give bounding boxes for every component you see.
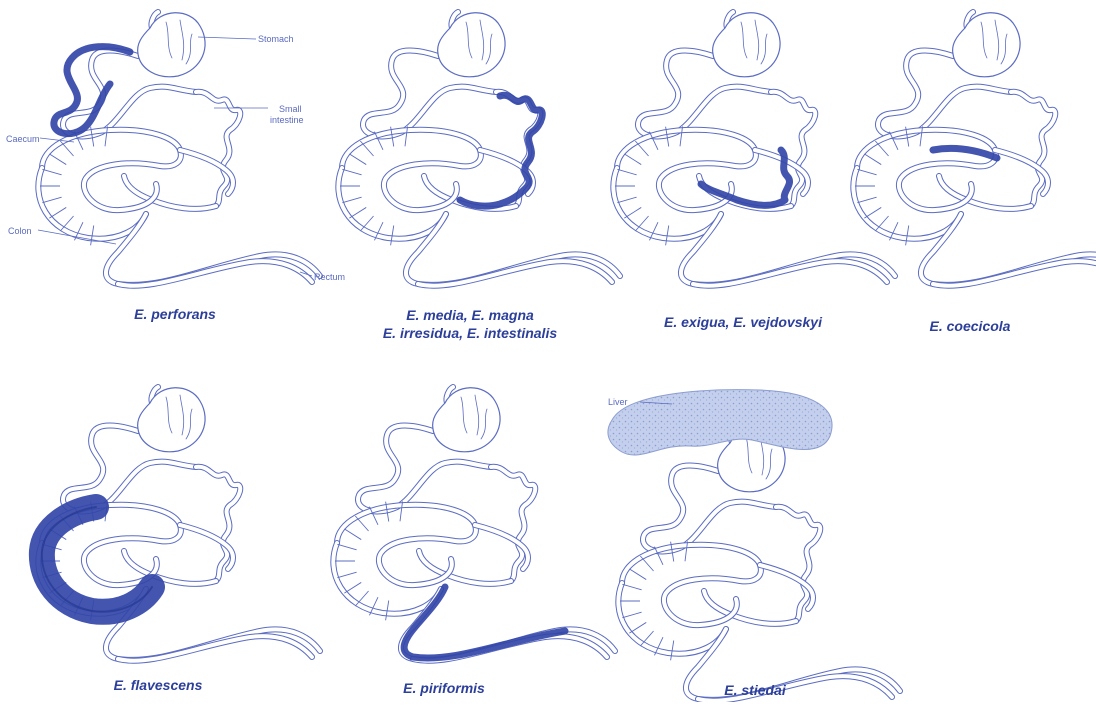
label-stomach: Stomach — [258, 34, 294, 44]
caecum-rib — [624, 154, 641, 165]
ileum-lumen — [419, 551, 511, 584]
gut-outline — [38, 12, 320, 286]
caption-coecicola: E. coecicola — [910, 318, 1030, 334]
panel-flavescens — [38, 387, 320, 661]
stomach-leader-line — [198, 37, 256, 39]
caecum-rib — [344, 529, 361, 540]
caecum-rib — [360, 141, 373, 156]
caecum-rib — [864, 154, 881, 165]
caecum-rib — [875, 141, 888, 156]
caecum-rib — [49, 154, 66, 165]
caption-line: E. flavescens — [88, 677, 228, 693]
caption-stiedai: E. stiedai — [700, 682, 810, 698]
ileum-lumen — [939, 176, 1031, 209]
caption-exigua: E. exigua, E. vejdovskyi — [638, 314, 848, 330]
panel-media — [338, 12, 620, 286]
stomach-outline — [138, 388, 205, 452]
stomach-outline — [713, 13, 780, 77]
caption-media: E. media, E. magna E. irresidua, E. inte… — [360, 306, 580, 342]
colon-lumen — [401, 589, 615, 660]
panel-coecicola — [853, 12, 1096, 286]
label-small-intestine-1: Small — [279, 104, 302, 114]
caption-perforans: E. perforans — [110, 306, 240, 322]
caecum-rib — [344, 582, 361, 593]
caecum-rib — [629, 622, 646, 633]
caecum-rib — [349, 207, 366, 218]
liver-highlight — [608, 390, 832, 455]
caecum-rib — [622, 584, 641, 590]
caecum-rib — [42, 169, 61, 175]
caecum-rib — [337, 544, 356, 550]
label-small-intestine-2: intestine — [270, 115, 304, 125]
caption-line: E. coecicola — [910, 318, 1030, 334]
caecumOuter-lumen — [337, 505, 476, 585]
caecumOuter-lumen — [857, 130, 996, 210]
caption-line: E. piriformis — [384, 680, 504, 696]
caecum-rib — [857, 169, 876, 175]
stomach-outline — [138, 13, 205, 77]
gut-outline — [853, 12, 1096, 286]
caption-line: E. media, E. magna — [360, 306, 580, 324]
colon-lumen — [681, 214, 895, 285]
stomach-outline — [433, 388, 500, 452]
ileum-lumen — [124, 551, 216, 584]
gut-outline — [613, 12, 895, 286]
caecum-rib — [857, 197, 876, 203]
caecum-rib — [622, 612, 641, 618]
caecum-rib — [864, 207, 881, 218]
caption-piriformis: E. piriformis — [384, 680, 504, 696]
colon-lumen — [106, 214, 320, 285]
stomach-outline — [438, 13, 505, 77]
caecum-rib — [640, 556, 653, 571]
label-rectum: Rectum — [314, 272, 345, 282]
panel-stiedai — [608, 390, 900, 701]
caption-line: E. irresidua, E. intestinalis — [360, 324, 580, 342]
caecum-rib — [629, 569, 646, 580]
caecum-rib — [342, 197, 361, 203]
gut-outline — [618, 427, 900, 701]
caecum-rib — [42, 197, 61, 203]
label-colon: Colon — [8, 226, 32, 236]
panel-exigua — [613, 12, 895, 286]
caecum-rib — [60, 141, 73, 156]
label-caecum: Caecum — [6, 134, 40, 144]
label-liver: Liver — [608, 397, 628, 407]
colon-lumen — [406, 214, 620, 285]
caption-line: E. stiedai — [700, 682, 810, 698]
caption-flavescens: E. flavescens — [88, 677, 228, 693]
caecum-rib — [355, 516, 368, 531]
caecum-rib — [49, 207, 66, 218]
caecum-rib — [635, 141, 648, 156]
caecum-rib — [617, 169, 636, 175]
caecum-rib — [624, 207, 641, 218]
panel-perforans — [38, 12, 320, 286]
gut-outline — [38, 387, 320, 661]
caption-line: E. exigua, E. vejdovskyi — [638, 314, 848, 330]
panel-piriformis — [333, 387, 615, 661]
caecum-rib — [342, 169, 361, 175]
caption-line: E. perforans — [110, 306, 240, 322]
caecumOuter-lumen — [42, 130, 181, 210]
caecum-rib — [337, 572, 356, 578]
gut-outline — [338, 12, 620, 286]
caecum-rib — [617, 197, 636, 203]
caecumOuter-lumen — [622, 545, 761, 625]
stomach-outline — [953, 13, 1020, 77]
ileum-lumen — [124, 176, 216, 209]
gut-outline — [333, 387, 615, 661]
ileum-lumen — [704, 591, 796, 624]
colon-highlight — [404, 587, 565, 658]
caecum-rib — [349, 154, 366, 165]
appendix-highlight — [933, 148, 997, 158]
